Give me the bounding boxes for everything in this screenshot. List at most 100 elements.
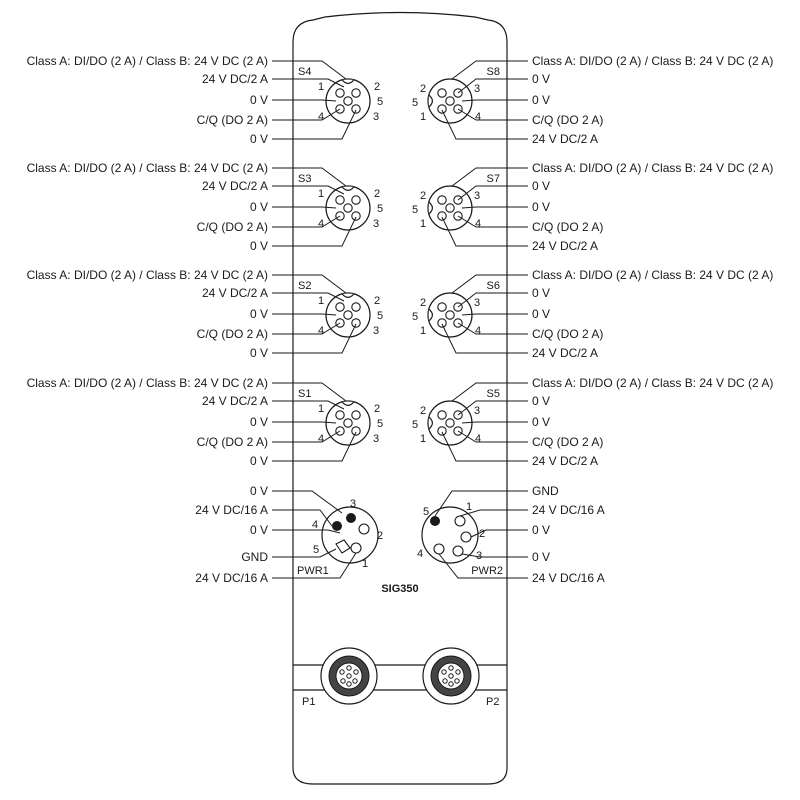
io-port-s1-pin-number: 3 xyxy=(373,433,379,445)
io-port-s6-signal-label: Class A: DI/DO (2 A) / Class B: 24 V DC … xyxy=(532,268,773,282)
io-port-s3[interactable] xyxy=(325,185,371,231)
io-port-s4-signal-label: 0 V xyxy=(250,93,268,107)
io-port-s7-signal-label: 24 V DC/2 A xyxy=(532,239,598,253)
io-port-s8-pin-number: 2 xyxy=(420,83,426,95)
io-port-s5-wire xyxy=(441,431,528,462)
io-port-s3-wire xyxy=(272,215,341,228)
power-port-pwr1-wire xyxy=(272,548,337,558)
io-port-s5-pin-number: 2 xyxy=(420,405,426,417)
power-port-pwr1-pin-number: 1 xyxy=(362,558,368,570)
io-port-s6-pin-number: 4 xyxy=(475,325,481,337)
power-port-pwr2-wire xyxy=(434,490,528,517)
io-port-s3-label: S3 xyxy=(298,173,311,185)
power-port-pwr1-wire xyxy=(272,490,343,514)
power-port-pwr1-signal-label: 0 V xyxy=(250,523,268,537)
power-port-pwr2-wire xyxy=(459,509,528,517)
io-port-s2-pin-number: 2 xyxy=(374,295,380,307)
power-port-pwr1-label: PWR1 xyxy=(297,565,329,577)
io-port-s6-wire xyxy=(451,274,528,294)
power-port-pwr2-wire xyxy=(470,529,528,538)
io-port-s4-wire xyxy=(272,109,357,140)
io-port-s7-pin-number: 1 xyxy=(420,218,426,230)
io-port-s2-wire xyxy=(272,313,337,316)
io-port-s5-signal-label: 0 V xyxy=(532,394,550,408)
io-port-s7-wire xyxy=(441,216,528,247)
io-port-s6-pin-number: 2 xyxy=(420,297,426,309)
io-port-s2[interactable] xyxy=(325,292,371,338)
io-port-s8-signal-label: Class A: DI/DO (2 A) / Class B: 24 V DC … xyxy=(532,54,773,68)
power-port-pwr1-wire xyxy=(272,529,341,534)
io-port-s5-pin-number: 1 xyxy=(420,433,426,445)
io-port-s2-signal-label: Class A: DI/DO (2 A) / Class B: 24 V DC … xyxy=(27,268,268,282)
io-port-s5-signal-label: 0 V xyxy=(532,415,550,429)
power-port-pwr2[interactable] xyxy=(421,506,479,564)
power-port-pwr2-wire xyxy=(461,553,528,558)
power-port-pwr2-pin-number: 3 xyxy=(476,550,482,562)
io-port-s7-signal-label: Class A: DI/DO (2 A) / Class B: 24 V DC … xyxy=(532,161,773,175)
power-port-pwr1[interactable] xyxy=(321,506,379,564)
io-port-s5-signal-label: 24 V DC/2 A xyxy=(532,454,598,468)
io-port-s3-pin-number: 3 xyxy=(373,218,379,230)
io-port-s4-pin-number: 5 xyxy=(377,96,383,108)
io-port-s2-wire xyxy=(272,323,357,354)
io-port-s5-wire xyxy=(461,421,528,424)
io-port-s6-pin-number: 5 xyxy=(412,311,418,323)
power-port-pwr1-signal-label: 24 V DC/16 A xyxy=(195,571,268,585)
io-port-s6-signal-label: 0 V xyxy=(532,307,550,321)
power-port-pwr2-signal-label: GND xyxy=(532,484,559,498)
io-port-s2-pin-number: 3 xyxy=(373,325,379,337)
io-port-s1-pin-number: 5 xyxy=(377,418,383,430)
io-port-s1-signal-label: 24 V DC/2 A xyxy=(202,394,268,408)
power-port-pwr1-signal-label: GND xyxy=(241,550,268,564)
io-port-s7-pin-number: 2 xyxy=(420,190,426,202)
power-port-pwr1-signal-label: 0 V xyxy=(250,484,268,498)
io-port-s1-wire xyxy=(272,431,357,462)
io-port-s6[interactable] xyxy=(427,292,473,338)
power-port-pwr2-signal-label: 24 V DC/16 A xyxy=(532,571,605,585)
io-port-s3-signal-label: C/Q (DO 2 A) xyxy=(197,220,268,234)
io-port-s8-signal-label: C/Q (DO 2 A) xyxy=(532,113,603,127)
power-port-pwr1-pin-number: 4 xyxy=(312,519,318,531)
io-port-s8-signal-label: 24 V DC/2 A xyxy=(532,132,598,146)
io-port-s1-wire xyxy=(272,382,347,402)
io-port-s7-wire xyxy=(461,206,528,209)
io-port-s7-pin-number: 3 xyxy=(474,190,480,202)
io-port-s2-label: S2 xyxy=(298,280,311,292)
io-port-s3-wire xyxy=(272,206,337,209)
network-port-p1[interactable] xyxy=(320,647,378,705)
io-port-s3-signal-label: 0 V xyxy=(250,200,268,214)
io-port-s4-pin-number: 1 xyxy=(318,81,324,93)
io-port-s1[interactable] xyxy=(325,400,371,446)
io-port-s4-wire xyxy=(272,99,337,102)
io-port-s4[interactable] xyxy=(325,78,371,124)
io-port-s4-wire xyxy=(272,108,341,121)
io-port-s4-label: S4 xyxy=(298,66,311,78)
io-port-s2-signal-label: 24 V DC/2 A xyxy=(202,286,268,300)
io-port-s5[interactable] xyxy=(427,400,473,446)
io-port-s6-wire xyxy=(441,323,528,354)
io-port-s5-pin-number: 5 xyxy=(412,419,418,431)
io-port-s4-signal-label: Class A: DI/DO (2 A) / Class B: 24 V DC … xyxy=(27,54,268,68)
io-port-s8[interactable] xyxy=(427,78,473,124)
io-port-s8-wire xyxy=(457,108,528,121)
io-port-s6-signal-label: 0 V xyxy=(532,286,550,300)
io-port-s7-pin-number: 4 xyxy=(475,218,481,230)
power-port-pwr2-pin-number: 1 xyxy=(466,501,472,513)
io-port-s8-signal-label: 0 V xyxy=(532,93,550,107)
io-port-s8-pin-number: 1 xyxy=(420,111,426,123)
io-port-s4-wire xyxy=(272,60,347,80)
io-port-s4-pin-number: 3 xyxy=(373,111,379,123)
io-port-s3-pin-number: 4 xyxy=(318,218,324,230)
io-port-s4-wire xyxy=(272,78,345,88)
io-port-s2-wire xyxy=(272,274,347,294)
module-housing xyxy=(292,11,508,785)
io-port-s7-wire xyxy=(451,167,528,187)
io-port-s1-pin-number: 1 xyxy=(318,403,324,415)
io-port-s8-wire xyxy=(461,99,528,102)
io-port-s6-pin-number: 3 xyxy=(474,297,480,309)
io-port-s1-signal-label: C/Q (DO 2 A) xyxy=(197,435,268,449)
power-port-pwr2-pin-number: 5 xyxy=(423,506,429,518)
io-port-s2-pin-number: 5 xyxy=(377,310,383,322)
network-port-p2[interactable] xyxy=(422,647,480,705)
power-port-pwr1-pin-number: 5 xyxy=(313,544,319,556)
